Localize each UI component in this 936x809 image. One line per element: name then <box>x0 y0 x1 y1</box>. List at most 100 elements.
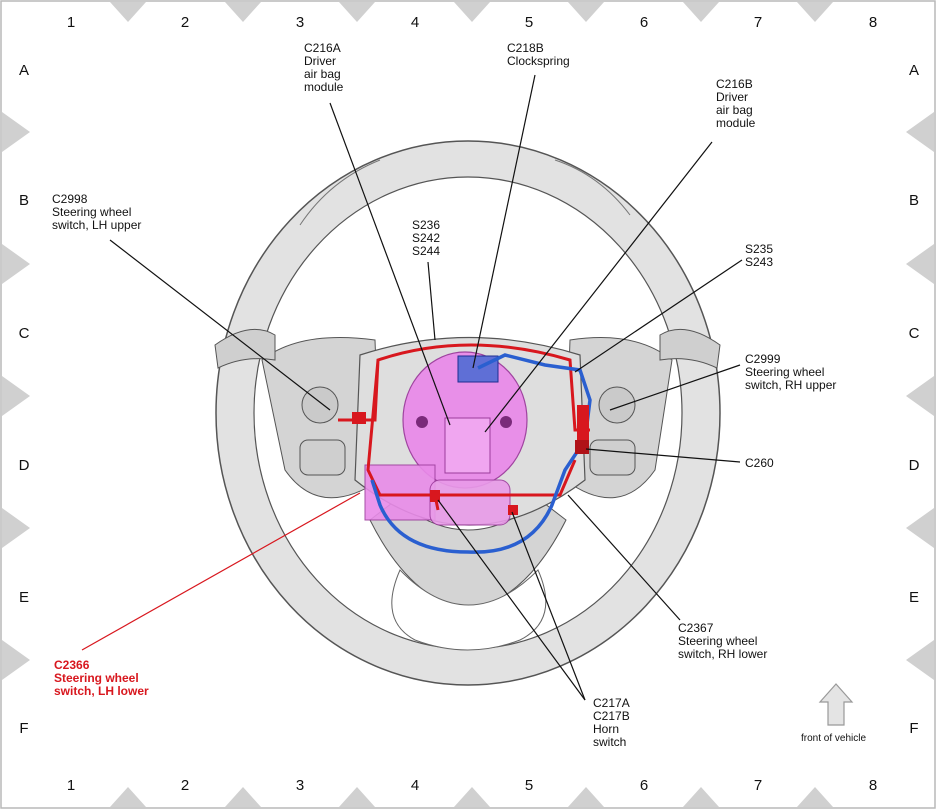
leader-s235 <box>574 259 743 373</box>
grid-marker-top-6 <box>683 2 719 22</box>
callout-c216a-line3: air bag <box>304 67 341 81</box>
grid-col-5-bottom: 5 <box>524 777 534 794</box>
grid-marker-top-4 <box>454 2 490 22</box>
callout-c216b-line2: Driver <box>716 90 748 104</box>
grid-marker-bottom-4 <box>454 787 490 807</box>
callout-c2998-line3: switch, LH upper <box>52 218 142 232</box>
grid-col-2-bottom: 2 <box>180 777 190 794</box>
grid-col-3-top: 3 <box>295 14 305 31</box>
grid-row-c-right: C <box>908 325 920 342</box>
callout-c216a-line4: module <box>304 80 344 94</box>
grid-col-1-bottom: 1 <box>66 777 76 794</box>
callout-c2999-line3: switch, RH upper <box>745 378 837 392</box>
leader-c2367 <box>567 494 681 621</box>
callout-c216b-line1: C216B <box>716 77 753 91</box>
callout-c2998-line1: C2998 <box>52 192 88 206</box>
grid-col-6-bottom: 6 <box>639 777 649 794</box>
grid-marker-bottom-6 <box>683 787 719 807</box>
grid-row-a-right: A <box>908 62 919 79</box>
callout-c216b-line4: module <box>716 116 756 130</box>
callout-s236: S236 S242 S244 <box>412 219 440 258</box>
grid-marker-top-1 <box>110 2 146 22</box>
callout-c2367-line3: switch, RH lower <box>678 647 768 661</box>
callout-c218b-line1: C218B <box>507 41 544 55</box>
grid-col-5-top: 5 <box>524 14 534 31</box>
leader-s236 <box>427 261 436 341</box>
grid-marker-left-4 <box>2 508 30 548</box>
callout-c2999: C2999 Steering wheel switch, RH upper <box>745 353 836 392</box>
callout-c2366-line2: Steering wheel <box>54 671 139 685</box>
grid-marker-left-1 <box>2 112 30 152</box>
callout-c217-line2: C217B <box>593 709 630 723</box>
callout-c260: C260 <box>745 457 774 470</box>
leader-c2998 <box>109 239 331 411</box>
leader-c2999 <box>609 364 741 411</box>
leader-c218b <box>472 74 536 369</box>
grid-row-e-right: E <box>908 589 919 606</box>
grid-col-6-top: 6 <box>639 14 649 31</box>
grid-marker-top-3 <box>339 2 375 22</box>
callout-s236-line2: S242 <box>412 231 441 245</box>
grid-col-7-top: 7 <box>753 14 763 31</box>
callout-c260-line1: C260 <box>745 456 774 470</box>
grid-row-f-right: F <box>909 720 919 737</box>
callout-c216a-line1: C216A <box>304 41 341 55</box>
callout-c2999-line1: C2999 <box>745 352 781 366</box>
callout-s235-line1: S235 <box>745 242 774 256</box>
grid-marker-right-4 <box>906 508 934 548</box>
grid-marker-left-5 <box>2 640 30 680</box>
callout-c217-line4: switch <box>593 735 627 749</box>
callout-c2367-line2: Steering wheel <box>678 634 758 648</box>
callout-c2366-line3: switch, LH lower <box>54 684 149 698</box>
grid-marker-left-2 <box>2 244 30 284</box>
callout-c2367: C2367 Steering wheel switch, RH lower <box>678 622 767 661</box>
grid-col-4-top: 4 <box>410 14 420 31</box>
callout-c2999-line2: Steering wheel <box>745 365 825 379</box>
callout-c2998: C2998 Steering wheel switch, LH upper <box>52 193 141 232</box>
leader-c217b <box>511 511 586 701</box>
grid-marker-right-2 <box>906 244 934 284</box>
callout-c2366-line1: C2366 <box>54 658 90 672</box>
grid-col-8-top: 8 <box>868 14 878 31</box>
callout-c216b-line3: air bag <box>716 103 753 117</box>
front-of-vehicle-label: front of vehicle <box>801 733 867 744</box>
clockspring-module <box>364 351 528 526</box>
grid-row-d-left: D <box>18 457 30 474</box>
grid-marker-bottom-1 <box>110 787 146 807</box>
leader-lines <box>81 74 743 701</box>
grid-marker-bottom-7 <box>797 787 833 807</box>
callout-c218b: C218B Clockspring <box>507 42 570 68</box>
up-arrow-icon <box>818 683 854 726</box>
callout-c218b-line2: Clockspring <box>507 54 570 68</box>
grid-marker-top-5 <box>568 2 604 22</box>
grid-marker-bottom-5 <box>568 787 604 807</box>
grid-marker-bottom-3 <box>339 787 375 807</box>
callout-c216a: C216A Driver air bag module <box>304 42 343 94</box>
grid-col-4-bottom: 4 <box>410 777 420 794</box>
leader-c216b <box>484 141 713 433</box>
grid-row-f-left: F <box>19 720 29 737</box>
callout-s236-line1: S236 <box>412 218 441 232</box>
leader-c217a <box>437 499 586 701</box>
grid-col-1-top: 1 <box>66 14 76 31</box>
grid-marker-top-2 <box>225 2 261 22</box>
leader-c2366 <box>81 492 361 651</box>
callout-s235: S235 S243 <box>745 243 773 269</box>
grid-row-c-left: C <box>18 325 30 342</box>
blue-harness <box>370 353 592 554</box>
grid-row-d-right: D <box>908 457 920 474</box>
callout-c2366: C2366 Steering wheel switch, LH lower <box>54 659 149 698</box>
leader-c260 <box>585 448 741 463</box>
callout-c216b: C216B Driver air bag module <box>716 78 755 130</box>
callout-c217: C217A C217B Horn switch <box>593 697 630 749</box>
grid-marker-right-1 <box>906 112 934 152</box>
callout-c2367-line1: C2367 <box>678 621 714 635</box>
grid-marker-top-7 <box>797 2 833 22</box>
callout-s235-line2: S243 <box>745 255 774 269</box>
grid-row-b-left: B <box>18 192 29 209</box>
harness-wiring <box>338 343 592 554</box>
callout-c2998-line2: Steering wheel <box>52 205 132 219</box>
grid-row-a-left: A <box>18 62 29 79</box>
